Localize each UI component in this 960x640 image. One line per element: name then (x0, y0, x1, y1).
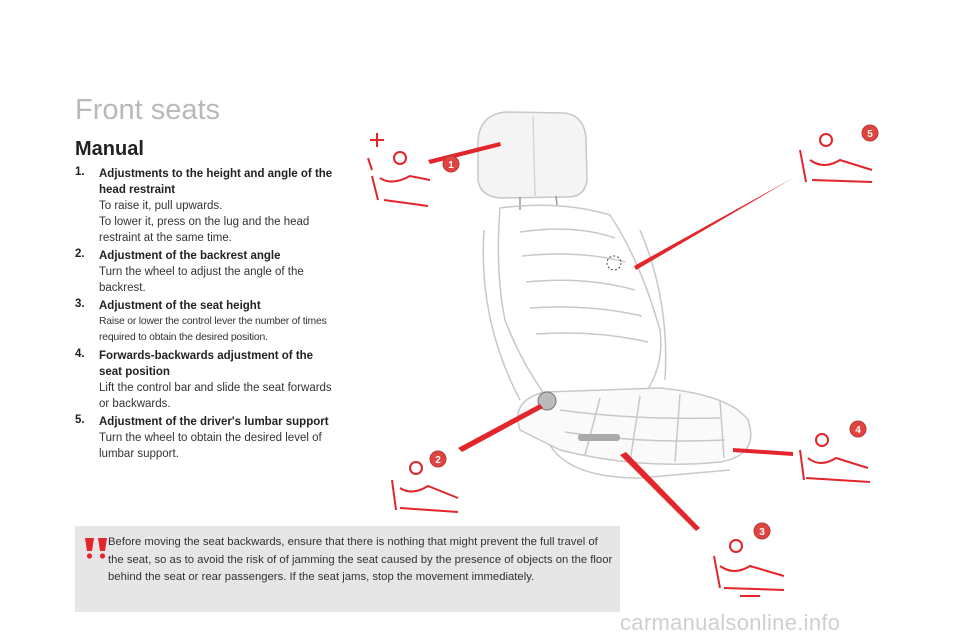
step-number: 2. (75, 248, 85, 260)
step-number: 4. (75, 348, 85, 360)
step-item-2: 2. Adjustment of the backrest angle Turn… (75, 248, 337, 296)
callout-badge-5: 5 (861, 124, 879, 142)
step-number: 1. (75, 166, 85, 178)
callout-badge-3: 3 (753, 522, 771, 540)
callout-badge-2: 2 (429, 450, 447, 468)
callout-badge-4: 4 (849, 420, 867, 438)
step-title: Adjustment of the seat height (99, 300, 261, 312)
badge-label: 3 (759, 527, 765, 538)
step-item-5: 5. Adjustment of the driver's lumbar sup… (75, 414, 337, 462)
badge-label: 1 (448, 160, 454, 171)
step-title: Forwards-backwards adjustment of the sea… (99, 350, 314, 378)
step-description: To raise it, pull upwards. To lower it, … (99, 200, 310, 244)
badge-label: 5 (867, 129, 873, 140)
step-description: Lift the control bar and slide the seat … (99, 382, 332, 410)
warning-text: Before moving the seat backwards, ensure… (108, 536, 613, 583)
lumbar-wheel-marker (606, 255, 622, 271)
page-title: Front seats (75, 94, 221, 126)
step-item-1: 1. Adjustments to the height and angle o… (75, 166, 337, 246)
callout-badge-1: 1 (442, 155, 460, 173)
pointer-5 (634, 178, 793, 270)
watermark: carmanualsonline.info (620, 610, 841, 635)
step-title: Adjustments to the height and angle of t… (99, 168, 333, 196)
pictogram-2 (391, 461, 459, 513)
exclamation-warning-icon (85, 538, 107, 559)
badge-label: 4 (855, 425, 861, 436)
pointer-2 (458, 404, 543, 452)
step-number: 5. (75, 414, 85, 426)
callout-pointers (428, 142, 793, 531)
adjustment-steps-list: 1. Adjustments to the height and angle o… (75, 166, 337, 464)
height-lever (578, 434, 620, 441)
seat-illustration (477, 111, 752, 479)
step-title: Adjustment of the driver's lumbar suppor… (99, 416, 329, 428)
section-subtitle: Manual (75, 138, 144, 160)
pictogram-5 (799, 133, 873, 183)
step-description: Turn the wheel to obtain the desired lev… (99, 432, 322, 460)
pointer-4 (733, 448, 793, 456)
badge-label: 2 (435, 455, 441, 466)
pictogram-4 (799, 433, 871, 483)
backrest-wheel (537, 391, 557, 411)
step-item-3: 3. Adjustment of the seat height Raise o… (75, 298, 337, 346)
step-description: Raise or lower the control lever the num… (99, 316, 327, 343)
step-title: Adjustment of the backrest angle (99, 250, 281, 262)
pictogram-1 (367, 133, 431, 207)
warning-box: Before moving the seat backwards, ensure… (75, 526, 620, 612)
step-description: Turn the wheel to adjust the angle of th… (99, 266, 304, 294)
pointer-3 (620, 452, 700, 531)
pictogram-3 (713, 539, 785, 597)
step-item-4: 4. Forwards-backwards adjustment of the … (75, 348, 337, 412)
step-number: 3. (75, 298, 85, 310)
